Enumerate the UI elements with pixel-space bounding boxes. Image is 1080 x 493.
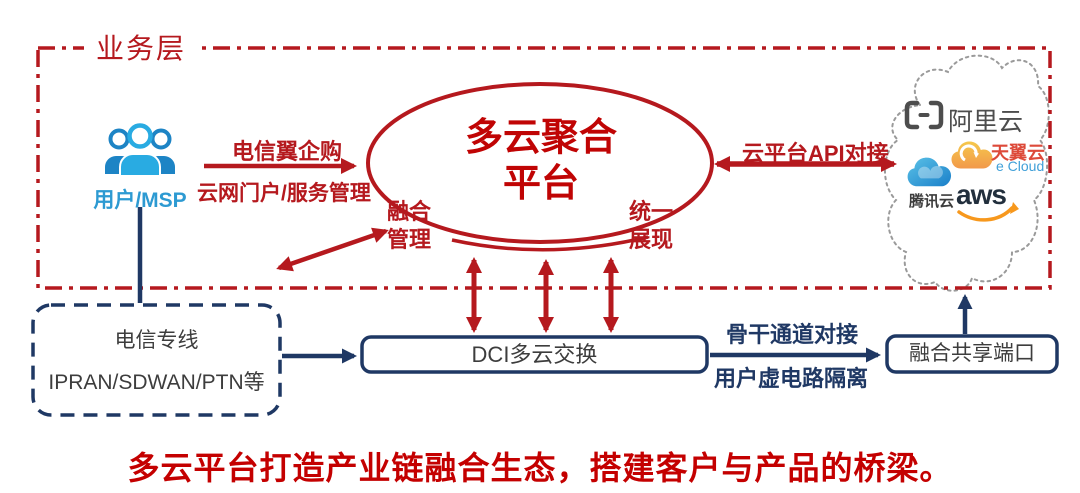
tencent-cloud-icon	[907, 157, 952, 187]
platform-title: 多云聚合平台	[464, 117, 617, 205]
user-group-icon	[105, 123, 175, 177]
fusion-management-note: 融合管理	[387, 199, 432, 253]
network-box-line1: 电信专线	[114, 329, 199, 352]
alibaba-cloud-icon	[904, 100, 944, 130]
network-box: 电信专线 IPRAN/SDWAN/PTN等	[33, 305, 280, 415]
unified-presentation-note: 统一展现	[629, 199, 674, 253]
dci-box-label: DCI多云交换	[471, 342, 598, 367]
platform-ellipse	[366, 82, 714, 244]
business-layer-label: 业务层	[84, 27, 199, 67]
portal-flow-label: 云网门户/服务管理	[197, 182, 371, 205]
aws-smile-icon	[957, 202, 1019, 222]
tencent-cloud-name: 腾讯云	[909, 193, 955, 210]
network-box-border	[31, 303, 282, 417]
network-box-line2: IPRAN/SDWAN/PTN等	[48, 371, 265, 394]
api-flow-label: 云平台API对接	[742, 141, 889, 166]
port-box-label: 融合共享端口	[909, 342, 1035, 365]
dci-box-border	[360, 335, 709, 374]
purchase-flow-label: 电信翼企购	[232, 139, 343, 164]
ecloud-icon	[951, 141, 993, 169]
port-box-border	[885, 334, 1059, 374]
alibaba-cloud-name: 阿里云	[948, 108, 1024, 136]
user-msp-label: 用户/MSP	[93, 189, 187, 212]
ecloud-name: 天翼云	[991, 143, 1045, 163]
fusion-management-double-arrow	[276, 227, 389, 272]
ecloud-subtitle: e Cloud	[996, 158, 1045, 174]
isolation-flow-label: 用户虚电路隔离	[714, 366, 869, 391]
platform-base-arc	[451, 235, 649, 252]
backbone-flow-label: 骨干通道对接	[726, 322, 859, 347]
aws-name: aws	[956, 179, 1007, 210]
tagline: 多云平台打造产业链融合生态，搭建客户与产品的桥梁。	[127, 450, 953, 486]
